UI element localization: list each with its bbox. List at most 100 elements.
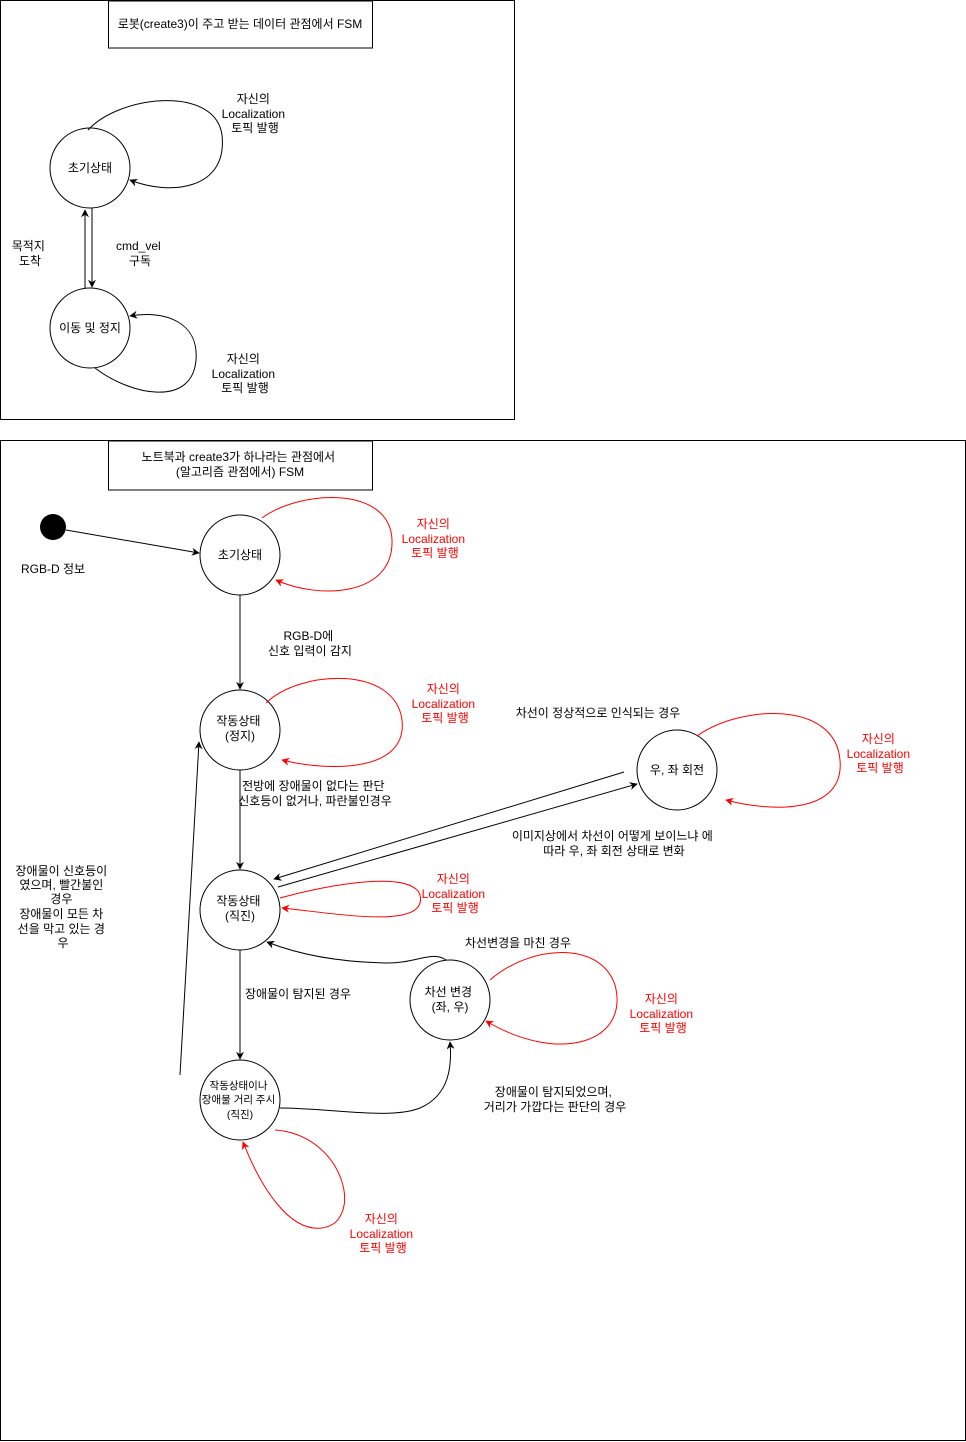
top-loop-moving-label: 자신의 Localization 토픽 발행 <box>212 352 279 395</box>
edge-obstacle-close-label: 장애물이 탐지되었으며, 거리가 가깝다는 판단의 경우 <box>484 1085 626 1114</box>
top-state-initial-label: 초기상태 <box>68 161 112 175</box>
top-loop-moving-line-2: Localization <box>212 367 275 381</box>
loop-turn-line-2: Localization <box>847 747 910 761</box>
loop-initial-line-3: 토픽 발행 <box>411 545 459 560</box>
bottom-title-box <box>108 440 373 491</box>
edge-turn-to-straight <box>273 771 625 881</box>
loop-lane-change-line-2: Localization <box>630 1007 693 1021</box>
bottom-title-line-2: (알고리즘 관점에서) FSM <box>176 465 304 479</box>
edge-back-to-stop-line-3: 경우 <box>50 892 72 906</box>
loop-lane-change <box>485 952 618 1045</box>
loop-initial-label: 자신의 Localization 토픽 발행 <box>402 517 469 560</box>
state-initial-label: 초기상태 <box>218 548 262 562</box>
edge-back-to-stop-label: 장애물이 신호등이 였으며, 빨간불인 경우 장애물이 모든 차 선을 막고 있… <box>16 864 111 950</box>
loop-stopped-line-1: 자신의 <box>427 682 460 696</box>
loop-initial-line-2: Localization <box>402 532 465 546</box>
loop-stopped <box>265 677 403 767</box>
loop-straight-label: 자신의 Localization 토픽 발행 <box>422 872 489 915</box>
loop-watch-line-3: 토픽 발행 <box>359 1240 407 1255</box>
edge-back-to-stop-line-5: 선을 막고 있는 경 <box>18 922 105 936</box>
edge-back-to-stop-line-2: 였으며, 빨간불인 <box>19 878 103 892</box>
top-panel: 로봇(create3)이 주고 받는 데이터 관점에서 FSM 초기상태 이동 … <box>0 0 515 420</box>
top-edge-arrival-line-2: 도착 <box>19 254 41 268</box>
loop-turn <box>696 713 841 808</box>
edge-lane-view-label: 이미지상에서 차선이 어떻게 보이느냐 에 따라 우, 좌 회전 상태로 변화 <box>512 829 716 858</box>
state-stopped-label: 작동상태 (정지) <box>216 714 264 743</box>
state-turn-label: 우, 좌 회전 <box>650 763 704 777</box>
bottom-panel: 노트북과 create3가 하나라는 관점에서 (알고리즘 관점에서) FSM … <box>0 440 966 1441</box>
top-loop-initial <box>87 100 223 189</box>
edge-obstacle-close-line-2: 거리가 가깝다는 판단의 경우 <box>484 1100 626 1114</box>
loop-watch <box>241 1129 345 1229</box>
edge-obstacle-close-line-1: 장애물이 탐지되었으며, <box>495 1085 612 1099</box>
start-node <box>40 514 66 540</box>
top-edge-cmd-vel-line-2: 구독 <box>129 254 151 268</box>
top-loop-moving-line-1: 자신의 <box>227 352 260 366</box>
edge-watch-to-stopped <box>179 741 203 1076</box>
top-loop-initial-line-1: 자신의 <box>237 92 270 106</box>
loop-watch-label: 자신의 Localization 토픽 발행 <box>350 1212 417 1255</box>
edge-obstacle-detected-label: 장애물이 탐지된 경우 <box>245 987 351 1001</box>
loop-turn-line-3: 토픽 발행 <box>856 760 904 775</box>
edge-lane-view-line-1: 이미지상에서 차선이 어떻게 보이느냐 에 <box>512 829 713 843</box>
state-stopped-line-1: 작동상태 <box>216 714 260 728</box>
state-lane-change <box>409 959 491 1041</box>
state-lane-change-line-1: 차선 변경 <box>425 985 473 999</box>
state-lane-change-label: 차선 변경 (좌, 우) <box>425 985 476 1014</box>
top-loop-initial-line-3: 토픽 발행 <box>231 120 279 135</box>
edge-back-to-stop-line-6: 우 <box>57 936 68 950</box>
top-edge-arrival-label: 목적지 도착 <box>12 239 48 268</box>
top-title: 로봇(create3)이 주고 받는 데이터 관점에서 FSM <box>118 17 363 31</box>
state-watch-line-2: 장애물 거리 주시 <box>202 1094 275 1106</box>
state-turn <box>636 729 718 811</box>
edge-back-to-stop-line-1: 장애물이 신호등이 <box>16 864 108 878</box>
loop-lane-change-line-3: 토픽 발행 <box>639 1020 687 1035</box>
edge-clear-ahead-label: 전방에 장애물이 없다는 판단 신호등이 없거나, 파란불인경우 <box>238 779 392 808</box>
top-edge-cmd-vel-label: cmd_vel 구독 <box>116 239 164 268</box>
state-straight-label: 작동상태 (직진) <box>216 894 264 923</box>
loop-straight-line-3: 토픽 발행 <box>431 900 479 915</box>
loop-watch-line-2: Localization <box>350 1227 413 1241</box>
state-watch <box>199 1059 281 1141</box>
top-state-moving <box>49 287 131 369</box>
edge-lane-change-to-straight <box>266 940 447 964</box>
top-title-box <box>108 0 373 49</box>
bottom-title-line-1: 노트북과 create3가 하나라는 관점에서 <box>142 450 336 464</box>
state-watch-line-3: (직진) <box>227 1109 253 1121</box>
loop-stopped-line-3: 토픽 발행 <box>421 710 469 725</box>
edge-back-to-stop-line-4: 장애물이 모든 차 <box>19 907 103 921</box>
edge-lane-recognized-label: 차선이 정상적으로 인식되는 경우 <box>516 706 681 720</box>
edge-watch-to-lane-change <box>279 1041 455 1114</box>
loop-straight-line-1: 자신의 <box>437 872 470 886</box>
loop-initial <box>261 497 393 592</box>
top-loop-initial-line-2: Localization <box>222 107 285 121</box>
loop-lane-change-line-1: 자신의 <box>645 992 678 1006</box>
edge-lane-change-done-label: 차선변경을 마친 경우 <box>465 936 571 950</box>
state-stopped-line-2: (정지) <box>225 729 255 743</box>
loop-turn-line-1: 자신의 <box>862 732 895 746</box>
start-node-label: RGB-D 정보 <box>21 562 85 576</box>
top-edge-cmd-vel-line-1: cmd_vel <box>116 239 161 253</box>
loop-watch-line-1: 자신의 <box>365 1212 398 1226</box>
loop-turn-label: 자신의 Localization 토픽 발행 <box>847 732 914 775</box>
top-state-moving-label: 이동 및 정지 <box>59 321 121 335</box>
loop-initial-line-1: 자신의 <box>417 517 450 531</box>
top-loop-moving <box>94 310 197 393</box>
edge-rgbd-detected-line-2: 신호 입력이 감지 <box>268 644 352 658</box>
loop-stopped-line-2: Localization <box>412 697 475 711</box>
state-watch-label: 작동상태이나 장애물 거리 주시 (직진) <box>202 1080 278 1121</box>
bottom-title: 노트북과 create3가 하나라는 관점에서 (알고리즘 관점에서) FSM <box>142 450 339 479</box>
loop-straight <box>279 880 421 918</box>
state-watch-line-1: 작동상태이나 <box>210 1080 268 1092</box>
loop-stopped-label: 자신의 Localization 토픽 발행 <box>412 682 479 725</box>
top-loop-initial-label: 자신의 Localization 토픽 발행 <box>222 92 289 135</box>
state-straight-line-2: (직진) <box>225 909 255 923</box>
top-edge-arrival-line-1: 목적지 <box>12 239 45 253</box>
edge-straight-to-turn <box>277 782 638 888</box>
edge-start-to-initial <box>65 529 200 556</box>
edge-lane-view-line-2: 따라 우, 좌 회전 상태로 변화 <box>543 844 684 858</box>
edge-clear-ahead-line-1: 전방에 장애물이 없다는 판단 <box>242 779 384 793</box>
edge-rgbd-detected-line-1: RGB-D에 <box>283 629 333 643</box>
loop-lane-change-label: 자신의 Localization 토픽 발행 <box>630 992 697 1035</box>
